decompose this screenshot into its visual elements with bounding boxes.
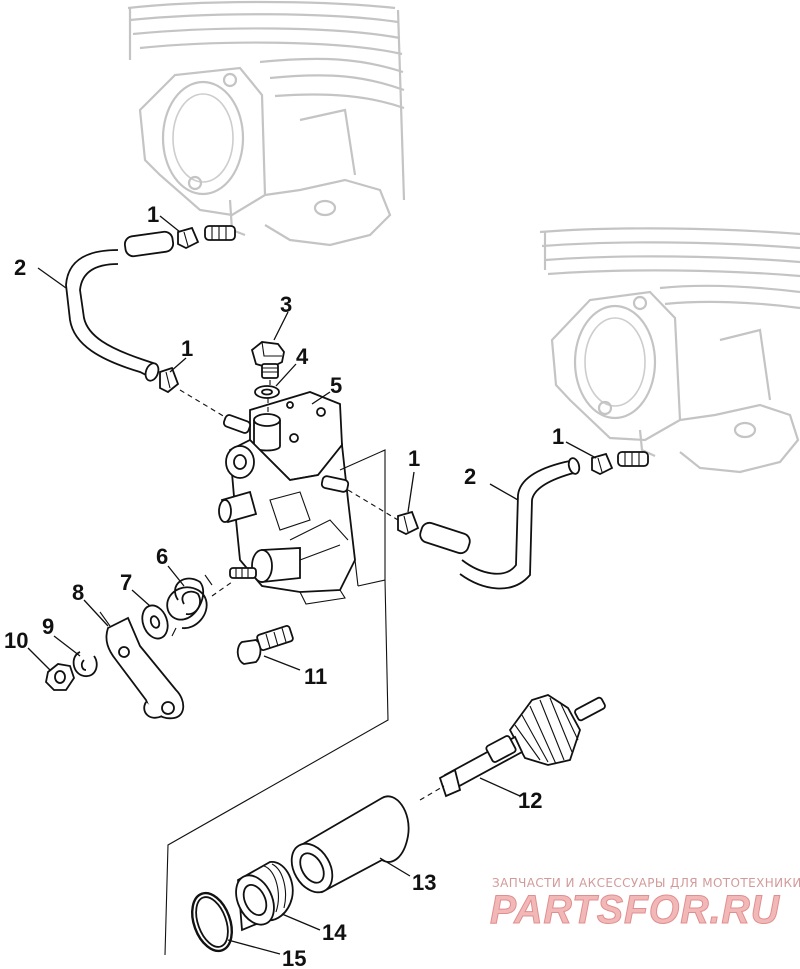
pump-top-port xyxy=(253,413,281,452)
hose-clip-right-center xyxy=(397,510,420,536)
shaft-axis-line xyxy=(419,785,445,801)
callout-2-right: 2 xyxy=(464,464,476,489)
callout-labels: 1 2 3 4 1 5 1 1 2 6 7 8 9 10 11 12 13 14… xyxy=(4,202,564,969)
control-lever-8 xyxy=(99,611,185,720)
callout-15: 15 xyxy=(282,946,306,969)
pump-side-boss xyxy=(225,445,255,479)
pump-mounting-outline xyxy=(339,449,386,587)
hose-clip-lower-left xyxy=(159,366,180,394)
return-spring-6 xyxy=(166,574,213,637)
callout-8: 8 xyxy=(72,580,84,605)
callout-2-upper: 2 xyxy=(14,255,26,280)
sleeve-13 xyxy=(290,795,410,894)
right-hose-assembly xyxy=(347,451,649,590)
engine-cylinder-ghost-right xyxy=(539,227,800,474)
upper-hose-assembly xyxy=(65,225,236,421)
hose-clip-upper xyxy=(177,226,200,250)
hose-clip-right-upper xyxy=(591,452,614,476)
callout-5: 5 xyxy=(330,373,342,398)
callout-4: 4 xyxy=(296,344,309,369)
banjo-bolt-3 xyxy=(250,341,285,379)
callout-12: 12 xyxy=(518,788,542,813)
o-ring-15 xyxy=(191,891,233,953)
bushing-14 xyxy=(235,861,294,932)
dashed-assembly-frame xyxy=(164,579,389,956)
spring-axis-line xyxy=(211,581,233,597)
pump-inlet-nipple xyxy=(222,414,252,434)
pump-control-stud xyxy=(229,567,257,579)
hose-segment-upper xyxy=(123,230,175,258)
watermark-subtitle: ЗАПЧАСТИ И АКСЕССУАРЫ ДЛЯ МОТОТЕХНИКИ xyxy=(492,876,800,890)
callout-13: 13 xyxy=(412,870,436,895)
pump-lower-housing xyxy=(251,491,349,605)
fuel-hose-2-upper xyxy=(65,249,160,382)
callout-11: 11 xyxy=(304,664,327,689)
washer-7 xyxy=(141,604,169,640)
fuel-hose-2-right xyxy=(459,457,581,590)
callout-1-right-center: 1 xyxy=(408,446,420,471)
callout-3: 3 xyxy=(280,292,292,317)
callout-7: 7 xyxy=(120,570,132,595)
callout-14: 14 xyxy=(322,920,347,945)
nut-10 xyxy=(45,663,75,691)
screw-11 xyxy=(236,625,294,665)
callout-1-right-upper: 1 xyxy=(552,424,564,449)
callout-9: 9 xyxy=(42,614,54,639)
watermark-brand: PARTSFOR.RU xyxy=(490,888,780,932)
callout-10: 10 xyxy=(4,628,28,653)
watermark: ЗАПЧАСТИ И АКСЕССУАРЫ ДЛЯ МОТОТЕХНИКИ PA… xyxy=(490,876,800,933)
callout-6: 6 xyxy=(156,544,168,569)
leader-lines xyxy=(27,215,597,955)
engine-cylinder-ghost-left xyxy=(127,0,406,247)
pump-outlet-port xyxy=(218,490,258,524)
engine-nipple-right xyxy=(617,451,649,467)
sealing-washer-4 xyxy=(254,385,280,399)
callout-1-left: 1 xyxy=(181,336,193,361)
engine-nipple-upper xyxy=(204,225,236,241)
hose-segment-right xyxy=(419,521,471,555)
oil-pump-body xyxy=(218,391,356,605)
pump-right-nipple xyxy=(320,475,350,493)
callout-1-upper: 1 xyxy=(147,202,159,227)
drive-gear-shaft-12 xyxy=(438,694,606,798)
lock-washer-9 xyxy=(72,651,98,677)
